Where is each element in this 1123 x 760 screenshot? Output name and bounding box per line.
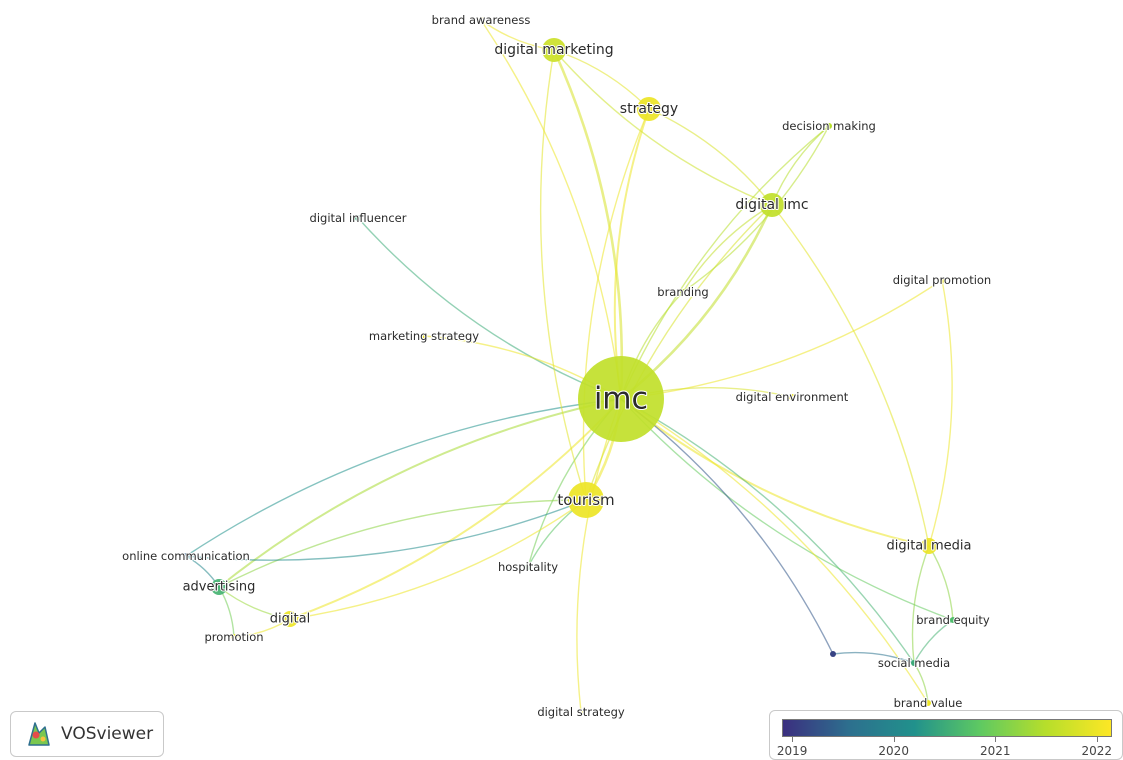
label-digital-environment[interactable]: digital environment — [735, 389, 850, 405]
label-decision-making[interactable]: decision making — [781, 118, 877, 134]
link-digital-media-brand-equity — [928, 545, 954, 621]
label-branding[interactable]: branding — [656, 284, 709, 300]
node-social-media[interactable] — [911, 660, 917, 666]
link-imc-digital-marketing — [552, 48, 624, 401]
node-imc[interactable] — [578, 356, 664, 442]
node-digital-imc[interactable] — [760, 193, 784, 217]
link-social-media-brand-value — [913, 662, 929, 704]
legend-label-2019: 2019 — [776, 744, 808, 758]
label-digital[interactable]: digital — [269, 611, 311, 628]
node-digital-influencer[interactable] — [355, 215, 361, 221]
legend-label-2020: 2020 — [878, 744, 909, 758]
link-imc-decision-making — [620, 125, 830, 400]
link-digital-marketing-tourism — [539, 49, 587, 501]
label-social-media[interactable]: social media — [877, 655, 951, 671]
link-imc-social-media — [620, 398, 915, 664]
node-brand-awareness[interactable] — [478, 17, 484, 23]
label-online-communication[interactable]: online communication — [121, 548, 251, 564]
label-promotion[interactable]: promotion — [203, 629, 264, 645]
node-digital-promotion[interactable] — [939, 277, 945, 283]
link-tourism-advertising — [218, 499, 587, 588]
label-digital-influencer[interactable]: digital influencer — [309, 210, 408, 226]
link-imc-unlabeled-term — [620, 398, 834, 655]
legend-label-2022: 2022 — [1081, 744, 1113, 758]
link-imc-brand-equity — [620, 398, 954, 621]
label-digital-strategy[interactable]: digital strategy — [536, 704, 626, 720]
node-digital-strategy[interactable] — [578, 709, 584, 715]
link-digital-imc-decision-making — [771, 125, 830, 206]
node-online-communication[interactable] — [183, 553, 189, 559]
link-social-media-unlabeled-term — [832, 651, 915, 664]
link-decision-making-branding — [682, 125, 830, 293]
link-digital-marketing-strategy — [553, 49, 650, 110]
vosviewer-logo-icon — [28, 722, 50, 746]
node-advertising[interactable] — [211, 579, 227, 595]
link-strategy-tourism — [582, 108, 650, 501]
label-marketing-strategy[interactable]: marketing strategy — [368, 328, 480, 344]
link-imc-brand-awareness — [480, 19, 622, 400]
link-tourism-online-communication — [185, 499, 587, 561]
legend-tick-2021 — [995, 737, 997, 742]
link-strategy-digital-imc — [648, 108, 773, 206]
node-brand-value[interactable] — [925, 700, 931, 706]
network-labels: imc tourism digital marketing strategy digit… — [121, 12, 992, 720]
label-advertising[interactable]: advertising — [182, 579, 257, 596]
link-digital-imc-branding — [682, 204, 773, 293]
link-imc-brand-value — [620, 398, 929, 704]
year-color-legend: 2019 2020 2021 2022 — [769, 710, 1123, 760]
label-strategy[interactable]: strategy — [619, 100, 679, 118]
node-unlabeled-term[interactable] — [830, 651, 836, 657]
link-imc-digital-promotion — [620, 279, 943, 400]
node-tourism[interactable] — [568, 482, 604, 518]
node-branding[interactable] — [680, 289, 686, 295]
vosviewer-brand[interactable]: VOSviewer — [10, 711, 164, 757]
label-brand-awareness[interactable]: brand awareness — [431, 12, 532, 28]
node-digital-media[interactable] — [921, 538, 937, 554]
label-brand-equity[interactable]: brand equity — [915, 612, 991, 628]
label-digital-marketing[interactable]: digital marketing — [493, 41, 614, 59]
legend-tick-2020 — [893, 737, 895, 742]
node-digital-environment[interactable] — [789, 394, 795, 400]
legend-tick-2019 — [792, 737, 794, 742]
label-tourism[interactable]: tourism — [556, 490, 615, 510]
label-imc[interactable]: imc — [593, 381, 649, 418]
node-digital-marketing[interactable] — [542, 38, 566, 62]
link-social-media-brand-equity — [913, 619, 954, 664]
link-imc-digital-media — [620, 398, 930, 547]
link-digital-imc-digital-media — [771, 204, 930, 547]
node-marketing-strategy[interactable] — [421, 333, 427, 339]
link-imc-advertising — [218, 398, 622, 588]
label-hospitality[interactable]: hospitality — [497, 559, 559, 575]
legend-label-2021: 2021 — [979, 744, 1011, 758]
link-imc-digital — [289, 398, 622, 620]
label-brand-value[interactable]: brand value — [893, 695, 964, 711]
link-imc-digital-influencer — [357, 217, 622, 400]
link-digital-imc-tourism — [585, 204, 773, 501]
network-nodes — [183, 17, 956, 715]
label-digital-imc[interactable]: digital imc — [734, 196, 809, 214]
link-digital-media-digital-promotion — [928, 279, 953, 547]
link-digital-marketing-digital-imc — [553, 49, 773, 206]
app-name: VOSviewer — [61, 724, 154, 744]
node-strategy[interactable] — [637, 97, 661, 121]
label-digital-media[interactable]: digital media — [885, 538, 972, 555]
legend-tick-2022 — [1096, 737, 1098, 742]
node-hospitality[interactable] — [525, 564, 531, 570]
link-digital-media-social-media — [911, 545, 930, 664]
label-digital-promotion[interactable]: digital promotion — [892, 272, 992, 288]
legend-color-bar — [782, 719, 1112, 737]
node-digital[interactable] — [282, 611, 298, 627]
node-promotion[interactable] — [231, 634, 237, 640]
node-brand-equity[interactable] — [950, 617, 956, 623]
node-decision-making[interactable] — [826, 123, 832, 129]
link-imc-online-communication — [185, 398, 622, 557]
link-tourism-digital — [289, 499, 587, 620]
